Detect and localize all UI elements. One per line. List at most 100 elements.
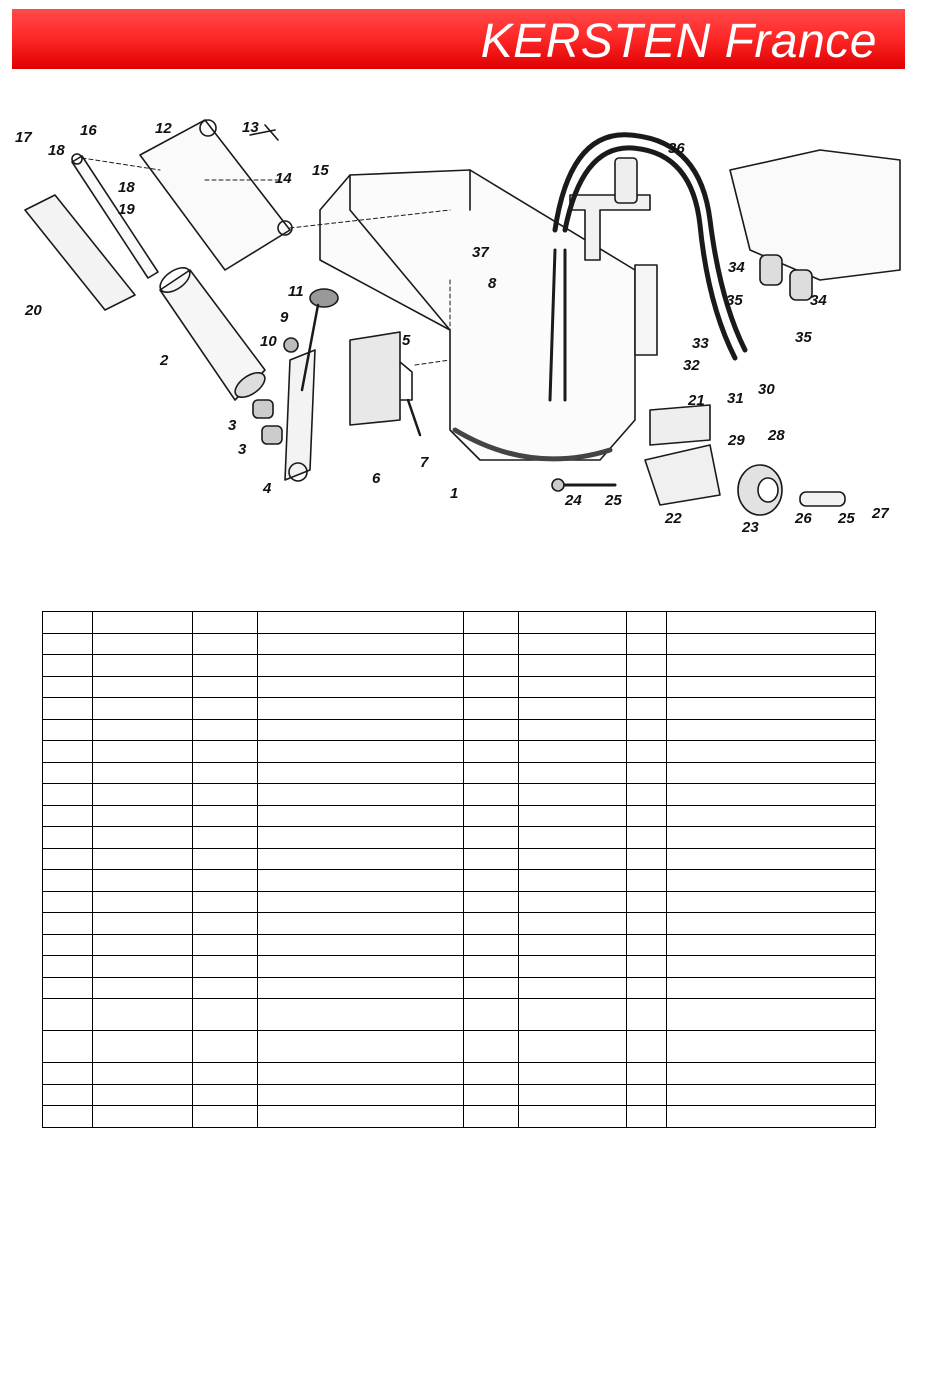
table-cell	[463, 933, 519, 956]
table-cell	[192, 718, 258, 741]
table-row	[42, 869, 876, 892]
svg-text:19: 19	[118, 201, 135, 218]
table-cell	[92, 955, 193, 978]
table-cell	[42, 998, 93, 1031]
table-cell	[192, 1062, 258, 1085]
table-cell	[626, 718, 667, 741]
table-cell	[42, 804, 93, 827]
table-cell	[626, 1105, 667, 1128]
table-row	[42, 1062, 876, 1085]
table-cell	[92, 1030, 193, 1063]
svg-text:34: 34	[810, 292, 827, 309]
table-cell	[463, 804, 519, 827]
table-row	[42, 675, 876, 698]
table-cell	[92, 611, 193, 634]
table-cell	[192, 912, 258, 935]
table-cell	[518, 912, 627, 935]
table-cell	[666, 912, 876, 935]
table-cell	[666, 847, 876, 870]
table-cell	[626, 761, 667, 784]
svg-text:29: 29	[727, 432, 745, 449]
table-cell	[463, 976, 519, 999]
table-cell	[192, 632, 258, 655]
rod-part	[71, 155, 159, 279]
table-cell	[626, 912, 667, 935]
table-cell	[518, 632, 627, 655]
bracket-part	[349, 331, 401, 426]
table-cell	[92, 654, 193, 677]
table-row	[42, 654, 876, 677]
table-cell	[192, 869, 258, 892]
table-cell	[92, 761, 193, 784]
table-cell	[192, 1030, 258, 1063]
table-cell	[626, 933, 667, 956]
table-cell	[463, 783, 519, 806]
table-cell	[257, 697, 464, 720]
table-cell	[257, 611, 464, 634]
table-cell	[92, 847, 193, 870]
hose-part	[552, 132, 748, 353]
svg-text:32: 32	[683, 357, 700, 374]
svg-text:33: 33	[692, 335, 709, 352]
table-cell	[192, 998, 258, 1031]
table-cell	[626, 654, 667, 677]
table-cell	[518, 804, 627, 827]
table-cell	[192, 675, 258, 698]
table-cell	[42, 697, 93, 720]
roller-part	[159, 269, 266, 401]
table-row	[42, 718, 876, 741]
svg-text:3: 3	[238, 441, 247, 458]
table-cell	[92, 826, 193, 849]
svg-text:35: 35	[795, 329, 812, 346]
table-row	[42, 955, 876, 978]
table-cell	[192, 697, 258, 720]
table-cell	[666, 783, 876, 806]
table-cell	[626, 976, 667, 999]
svg-text:22: 22	[664, 510, 682, 527]
table-cell	[463, 740, 519, 763]
svg-text:2: 2	[159, 352, 169, 369]
table-cell	[626, 697, 667, 720]
table-row	[42, 933, 876, 956]
table-cell	[626, 783, 667, 806]
table-row	[42, 976, 876, 999]
svg-text:26: 26	[794, 510, 812, 527]
table-cell	[518, 955, 627, 978]
table-cell	[518, 761, 627, 784]
svg-text:25: 25	[604, 492, 622, 509]
svg-text:14: 14	[275, 170, 292, 187]
table-cell	[192, 1083, 258, 1106]
table-cell	[192, 976, 258, 999]
table-cell	[666, 697, 876, 720]
table-cell	[518, 1062, 627, 1085]
table-cell	[257, 761, 464, 784]
table-cell	[257, 847, 464, 870]
brush-part	[452, 427, 613, 462]
table-cell	[666, 933, 876, 956]
svg-text:20: 20	[24, 302, 42, 319]
table-cell	[42, 675, 93, 698]
table-cell	[42, 1062, 93, 1085]
table-cell	[257, 783, 464, 806]
table-cell	[666, 611, 876, 634]
table-cell	[518, 783, 627, 806]
table-cell	[92, 804, 193, 827]
svg-text:35: 35	[726, 292, 743, 309]
table-cell	[257, 740, 464, 763]
table-cell	[666, 761, 876, 784]
table-cell	[626, 1083, 667, 1106]
table-cell	[626, 998, 667, 1031]
svg-text:17: 17	[15, 129, 32, 146]
table-cell	[257, 718, 464, 741]
table-cell	[666, 675, 876, 698]
table-cell	[92, 783, 193, 806]
table-cell	[626, 869, 667, 892]
table-cell	[192, 761, 258, 784]
svg-text:31: 31	[727, 390, 744, 407]
table-cell	[518, 826, 627, 849]
table-cell	[463, 955, 519, 978]
table-cell	[518, 976, 627, 999]
svg-text:18: 18	[118, 179, 135, 196]
table-cell	[463, 847, 519, 870]
table-cell	[666, 1062, 876, 1085]
